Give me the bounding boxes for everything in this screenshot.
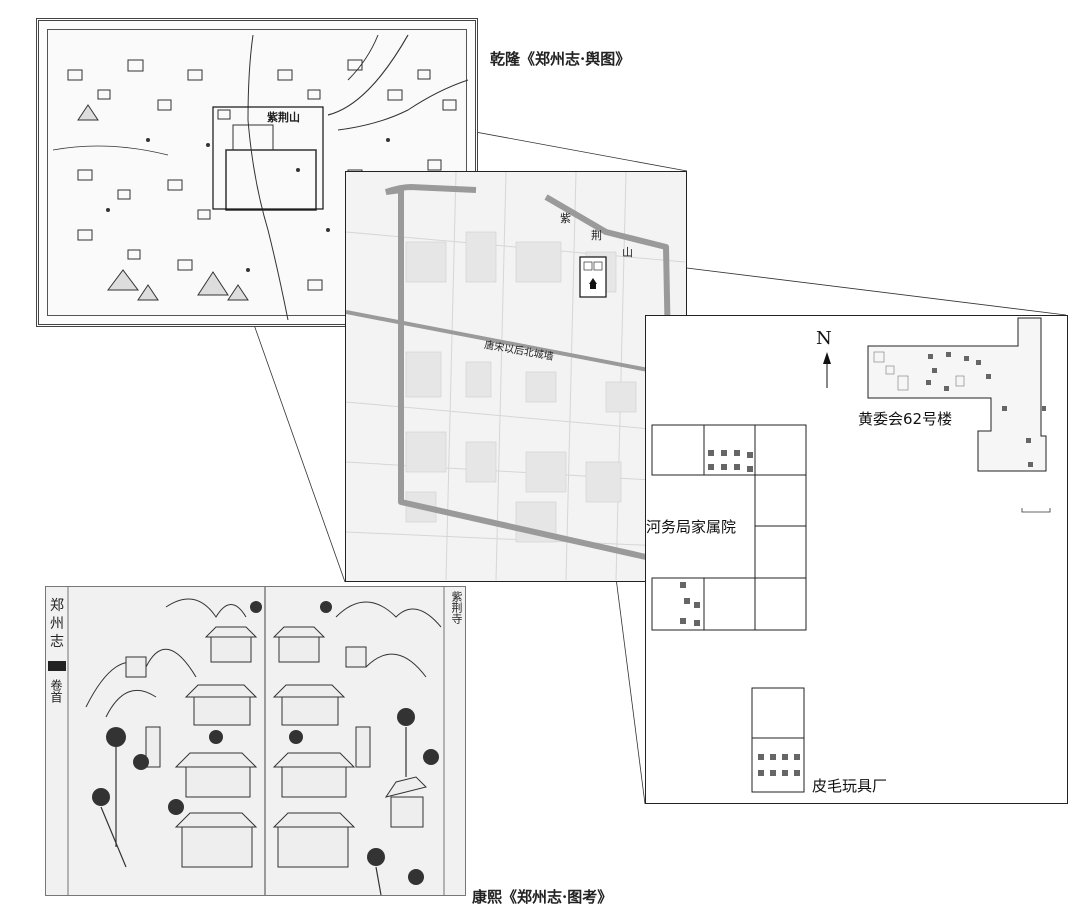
urban-map-panel: 紫 荆 山 唐宋以后北城墙: [345, 171, 687, 582]
kangxi-side-title-3: 志: [50, 634, 64, 650]
river-line: [327, 34, 409, 116]
road-label-shan: 山: [622, 246, 633, 259]
hewuju-label: 河务局家属院: [646, 518, 737, 536]
building-62-label: 黄委会62号楼: [858, 410, 953, 428]
scale-bar: [1021, 508, 1051, 513]
city-wall: [385, 183, 477, 195]
kangxi-top-right-label: 紫荆寺: [450, 591, 463, 624]
pimao-label: 皮毛玩具厂: [812, 777, 888, 795]
river-line: [337, 79, 469, 131]
building-62-outline: [867, 317, 1047, 472]
qianlong-place-label: 紫荆山: [267, 111, 300, 124]
road-label-jing: 荆: [591, 229, 602, 242]
qianlong-caption: 乾隆《郑州志·舆图》: [490, 50, 631, 68]
site-plan-drawing: [651, 317, 1051, 793]
river-line: [347, 34, 379, 81]
north-label: N: [816, 328, 832, 349]
kangxi-map-drawing: [48, 587, 445, 895]
river-line: [52, 145, 169, 156]
site-plan-panel: N 黄委会62号楼 河务局家属院 皮毛玩具厂: [645, 315, 1068, 804]
kangxi-side-title-1: 郑: [50, 598, 64, 614]
kangxi-side-title-2: 州: [50, 616, 64, 632]
road-label-zi: 紫: [560, 212, 571, 225]
kangxi-map-panel: 郑 州 志 卷首 紫荆寺: [45, 586, 466, 896]
kangxi-caption: 康熙《郑州志·图考》: [472, 888, 613, 906]
kangxi-side-title-4: 卷首: [49, 679, 63, 703]
river-line: [247, 34, 289, 321]
urban-map-drawing: [346, 172, 685, 580]
